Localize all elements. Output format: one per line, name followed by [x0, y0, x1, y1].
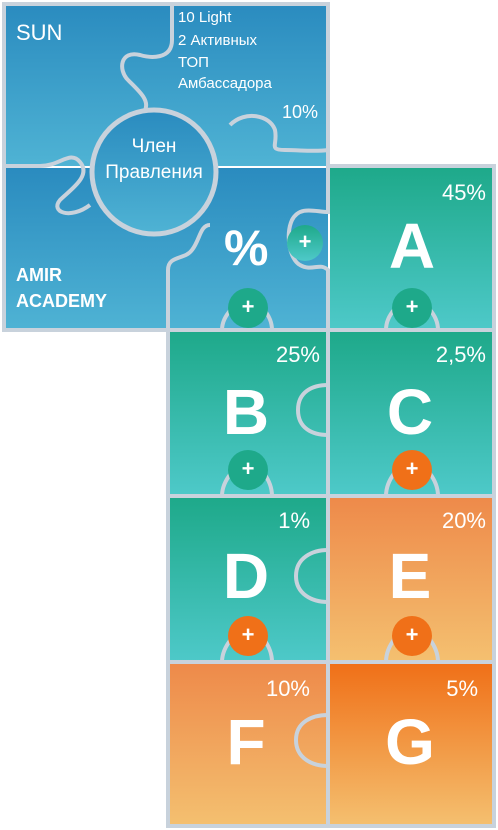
tile-g-percent: 5%: [446, 676, 478, 701]
plus-knob-row1-right: [392, 288, 432, 328]
sun-percent: 10%: [281, 102, 318, 122]
plus-knob-row2-left: [228, 450, 268, 490]
tile-b-percent: 25%: [275, 342, 320, 367]
plus-icon-row2-left: +: [241, 456, 255, 481]
tile-f-piece: [168, 664, 328, 826]
center-circle-line-1: Член: [131, 136, 177, 157]
sun-detail-3: ТОП: [178, 54, 209, 71]
tile-e-percent: 20%: [441, 508, 486, 533]
plus-icon-row2-right: +: [405, 456, 419, 481]
tile-f-percent: 10%: [265, 676, 310, 701]
plus-icon-a-left: +: [298, 229, 312, 254]
tile-g-letter: G: [385, 706, 435, 778]
center-circle: [89, 107, 219, 237]
sun-detail-4: Амбассадора: [178, 75, 272, 92]
plus-knob-a-left: [287, 225, 323, 261]
tile-d-percent: 1%: [278, 508, 310, 533]
tile-e-letter: E: [388, 540, 432, 612]
tile-f-letter: F: [226, 706, 266, 778]
plus-knob-row1-left: [228, 288, 268, 328]
sun-detail-1: 10 Light: [178, 9, 232, 26]
academy-line-1: AMIR: [16, 265, 62, 285]
tile-d-letter: D: [222, 540, 270, 612]
percent-symbol: %: [224, 220, 269, 276]
tile-a-percent: 45%: [441, 180, 486, 205]
plus-knob-row3-left: [228, 616, 268, 656]
plus-icon-row3-right: +: [405, 622, 419, 647]
sun-detail-2: 2 Активных: [178, 32, 258, 49]
plus-icon-row1-right: +: [405, 294, 419, 319]
plus-knob-row2-right: [392, 450, 432, 490]
plus-icon-row1-left: +: [241, 294, 255, 319]
center-circle-line-2: Правления: [105, 162, 203, 183]
plus-icon-row3-left: +: [241, 622, 255, 647]
tile-c-letter: C: [386, 376, 434, 448]
sun-label: SUN: [16, 20, 63, 45]
tile-c-percent: 2,5%: [435, 342, 486, 367]
tile-a-letter: A: [388, 210, 436, 282]
tile-b-letter: B: [222, 376, 270, 448]
tile-g-piece: [330, 664, 494, 826]
academy-line-2: ACADEMY: [16, 291, 108, 311]
plus-knob-row3-right: [392, 616, 432, 656]
